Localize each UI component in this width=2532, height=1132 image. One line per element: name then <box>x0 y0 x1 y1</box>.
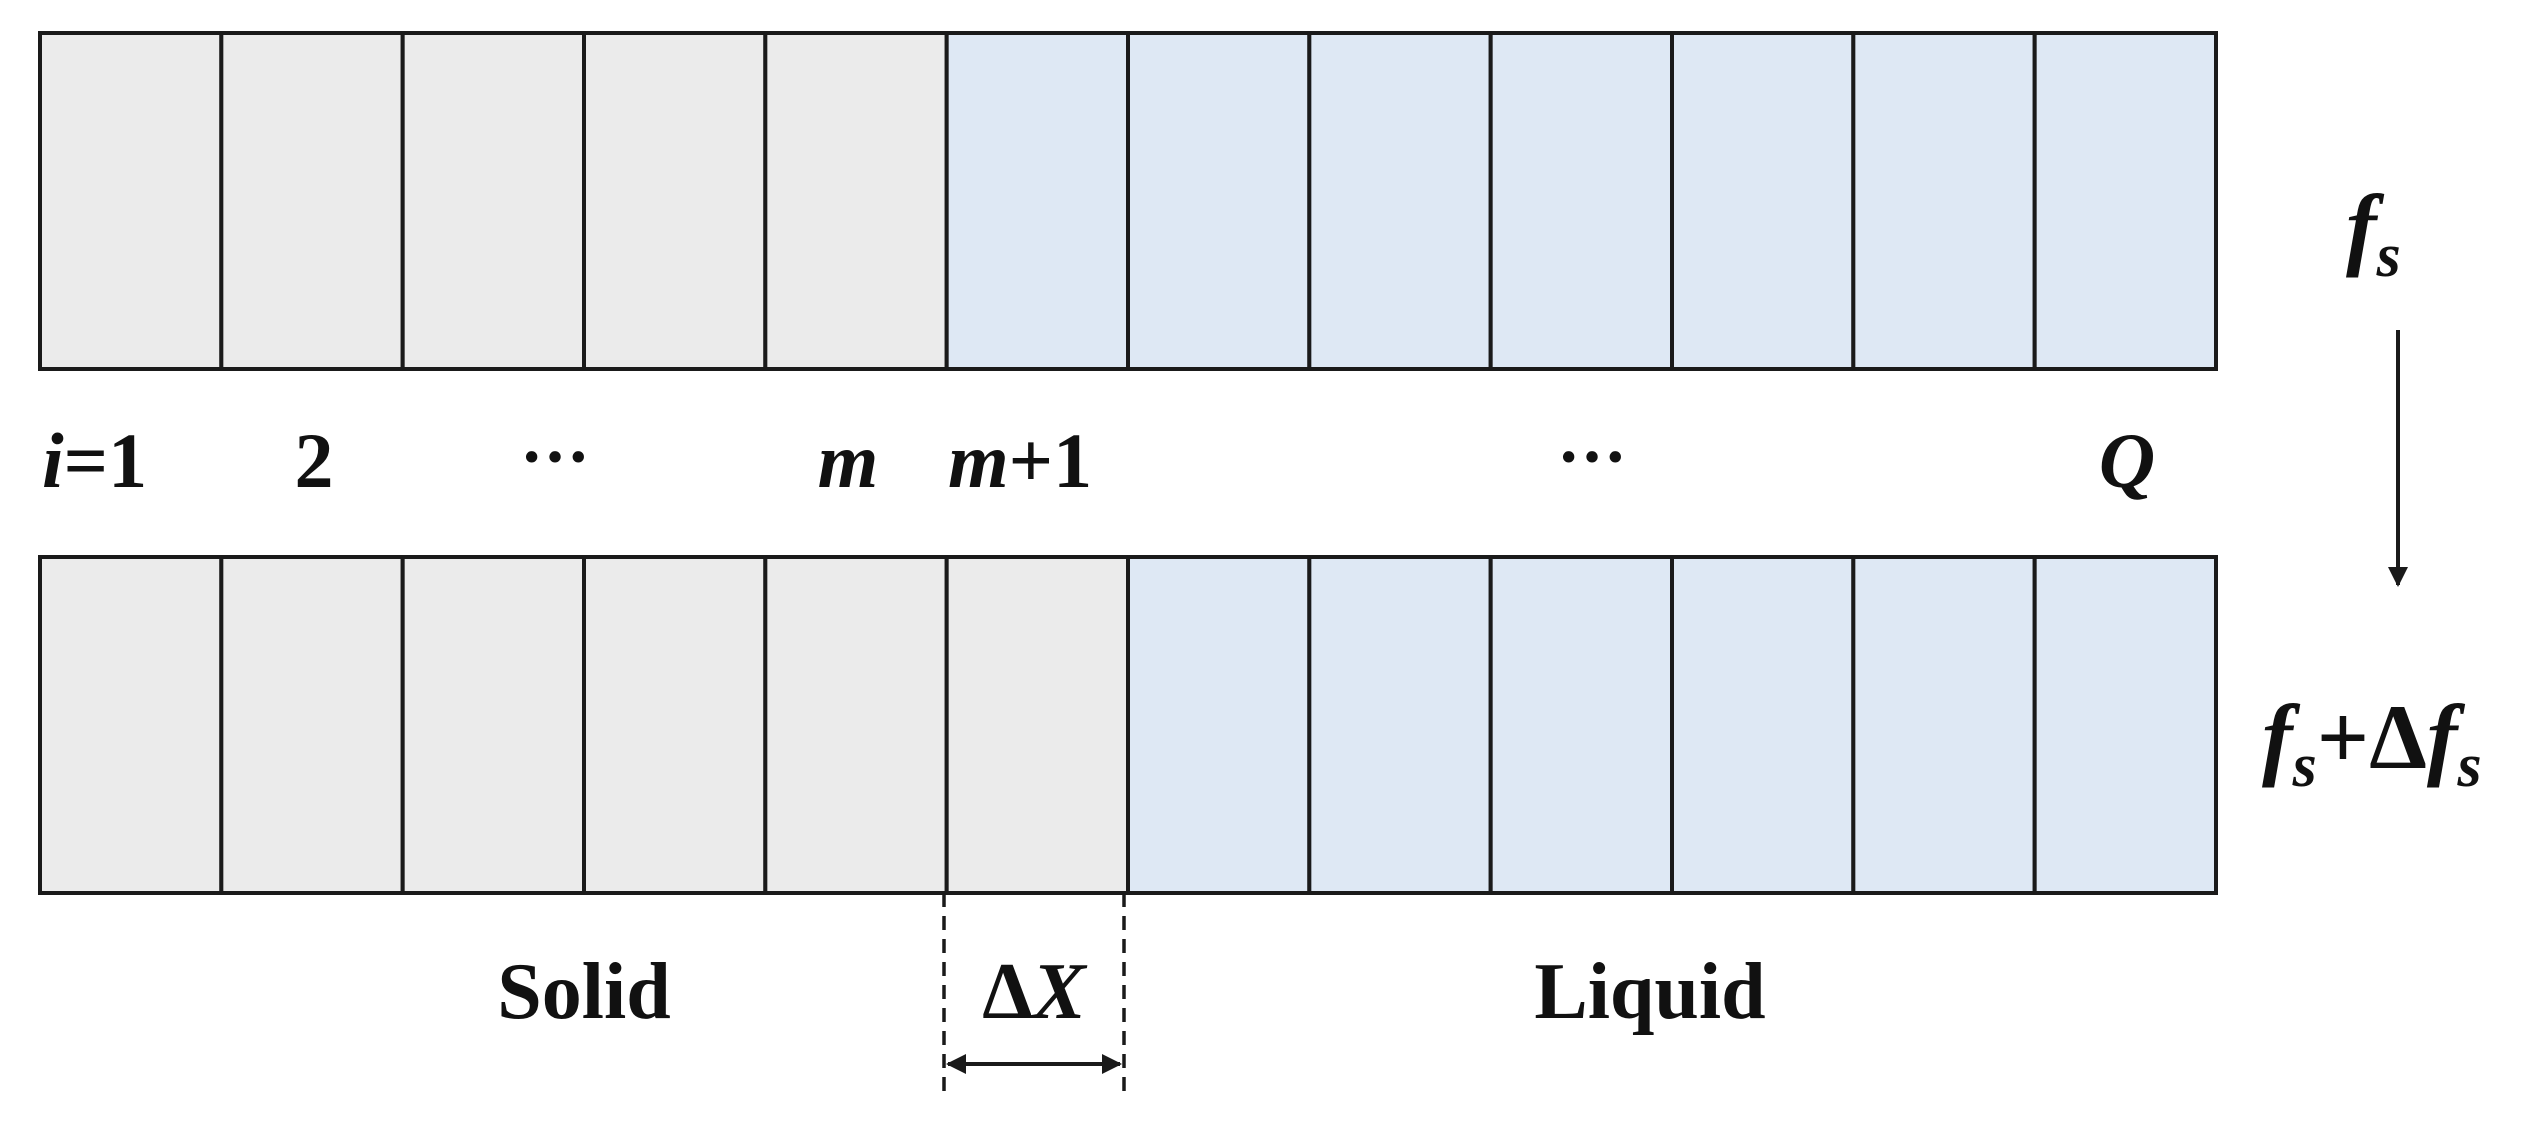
bottom-cell-row <box>38 555 2218 895</box>
index-label-second: 2 <box>295 417 334 504</box>
bottom-cell-solid <box>219 555 405 895</box>
index-label-m-plus-1: m+1 <box>948 417 1092 504</box>
top-cell-liquid <box>1307 31 1493 371</box>
region-label-solid: Solid <box>497 948 670 1036</box>
index-label-q: Q <box>2099 417 2155 504</box>
bottom-cell-liquid <box>1126 555 1312 895</box>
bottom-cell-solid <box>582 555 768 895</box>
region-label-liquid: Liquid <box>1534 948 1765 1036</box>
top-cell-solid <box>38 31 224 371</box>
top-cell-solid <box>219 31 405 371</box>
top-cell-liquid <box>1851 31 2037 371</box>
index-label-m: m <box>818 417 879 504</box>
top-cell-solid <box>763 31 949 371</box>
bottom-cell-liquid <box>1851 555 2037 895</box>
bottom-cell-solid <box>944 555 1131 895</box>
bottom-cell-solid <box>763 555 949 895</box>
state-label-bottom: fs+Δfs <box>2262 686 2482 800</box>
bottom-cell-liquid <box>1307 555 1493 895</box>
top-cell-liquid <box>1126 31 1312 371</box>
index-ellipsis-right: ··· <box>1557 419 1627 496</box>
top-cell-liquid <box>2032 31 2218 371</box>
top-cell-liquid <box>1488 31 1674 371</box>
top-cell-row <box>38 31 2218 371</box>
state-label-top: fs <box>2346 176 2401 290</box>
index-ellipsis-left: ··· <box>520 419 590 496</box>
region-label-delta-x: ΔX <box>982 948 1087 1036</box>
bottom-cell-liquid <box>2032 555 2218 895</box>
top-cell-solid <box>582 31 768 371</box>
bottom-cell-solid <box>38 555 224 895</box>
bottom-cell-solid <box>400 555 586 895</box>
bottom-cell-liquid <box>1670 555 1856 895</box>
top-cell-liquid <box>944 31 1131 371</box>
top-cell-solid <box>400 31 586 371</box>
bottom-cell-liquid <box>1488 555 1674 895</box>
top-cell-liquid <box>1670 31 1856 371</box>
index-label-first: i=1 <box>42 417 147 504</box>
